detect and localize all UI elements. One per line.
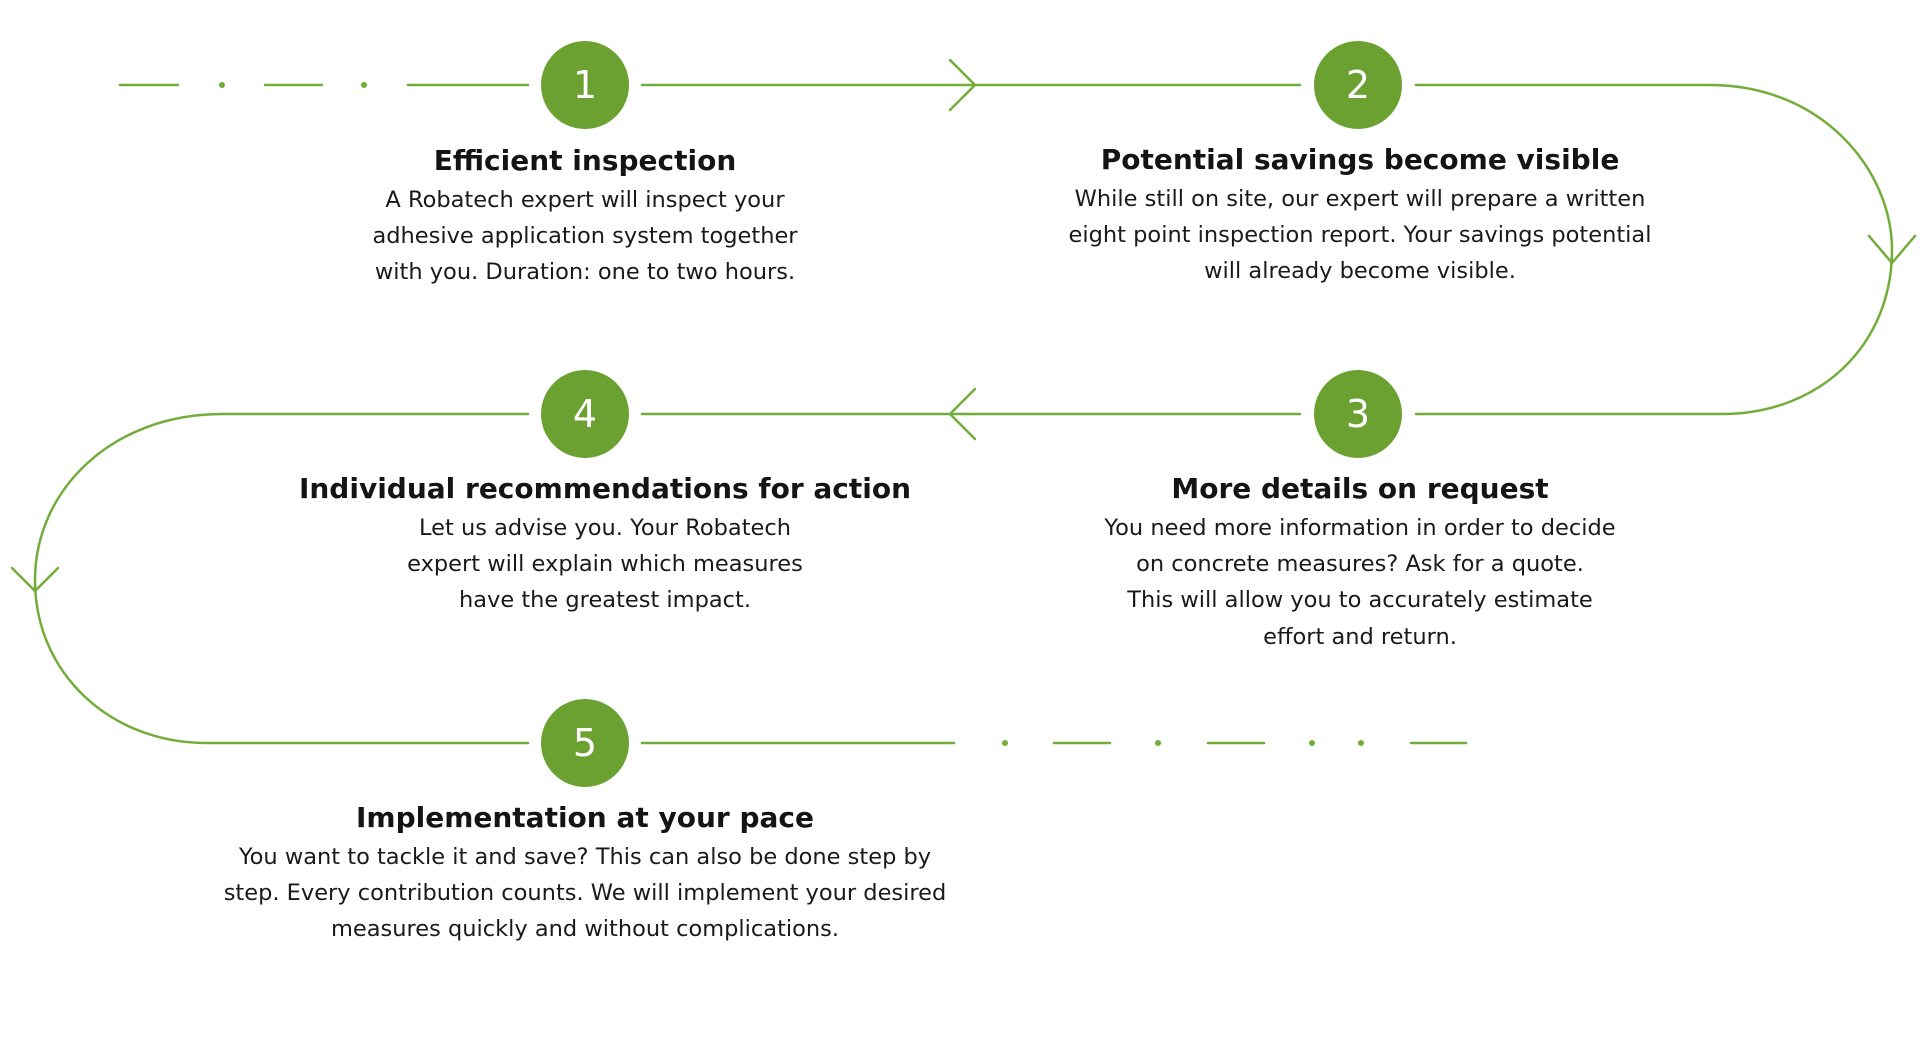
step-5-content: Implementation at your pace You want to … (165, 800, 1005, 948)
step-2-badge: 2 (1314, 41, 1402, 129)
step-3-line: This will allow you to accurately estima… (1127, 587, 1593, 614)
step-4-line: have the greatest impact. (458, 587, 752, 614)
step-3-description: You need more information in order to de… (1060, 510, 1660, 655)
row1-lead-in-dots (219, 82, 367, 88)
step-4-content: Individual recommendations for action Le… (285, 471, 925, 619)
arrow-down-icon-right (1867, 234, 1917, 265)
step-1-line: with you. Duration: one to two hours. (374, 259, 796, 286)
step-3-title: More details on request (1171, 472, 1549, 505)
step-5-line: measures quickly and without complicatio… (330, 916, 840, 943)
step-3-line: effort and return. (1263, 623, 1457, 650)
step-4-line: expert will explain which measures (407, 551, 803, 578)
arrow-left-icon (948, 387, 977, 441)
step-5-title: Implementation at your pace (355, 801, 815, 834)
arrow-right-icon (948, 58, 977, 112)
step-3-line: on concrete measures? Ask for a quote. (1136, 551, 1584, 578)
step-3-line: You need more information in order to de… (1104, 515, 1616, 541)
step-1-line: adhesive application system together (372, 223, 798, 250)
step-1-description: A Robatech expert will inspect your adhe… (335, 182, 835, 291)
step-2-line: eight point inspection report. Your savi… (1068, 222, 1652, 249)
connector-4-to-5-loop (33, 412, 530, 745)
step-3-content: More details on request You need more in… (1060, 471, 1660, 655)
step-1-line: A Robatech expert will inspect your (385, 187, 785, 213)
step-4-badge: 4 (541, 370, 629, 458)
step-2-title: Potential savings become visible (1100, 143, 1620, 176)
step-5-line: You want to tackle it and save? This can… (238, 844, 932, 870)
step-5-line: step. Every contribution counts. We will… (223, 880, 947, 907)
step-3-badge: 3 (1314, 370, 1402, 458)
step-5-description: You want to tackle it and save? This can… (165, 839, 1005, 948)
step-2-line: While still on site, our expert will pre… (1074, 186, 1646, 212)
step-1-title: Efficient inspection (433, 144, 737, 177)
step-4-description: Let us advise you. Your Robatech expert … (285, 510, 925, 619)
arrow-down-icon-left (10, 566, 60, 593)
connector-2-to-3-loop (1414, 83, 1894, 416)
step-1-badge: 1 (541, 41, 629, 129)
step-2-content: Potential savings become visible While s… (1020, 142, 1700, 290)
step-2-line: will already become visible. (1204, 258, 1516, 285)
row3-trail-dots (1002, 740, 1364, 746)
step-5-badge: 5 (541, 699, 629, 787)
step-4-title: Individual recommendations for action (298, 472, 912, 505)
step-1-content: Efficient inspection A Robatech expert w… (335, 143, 835, 291)
step-4-line: Let us advise you. Your Robatech (418, 515, 792, 541)
step-2-description: While still on site, our expert will pre… (1020, 181, 1700, 290)
